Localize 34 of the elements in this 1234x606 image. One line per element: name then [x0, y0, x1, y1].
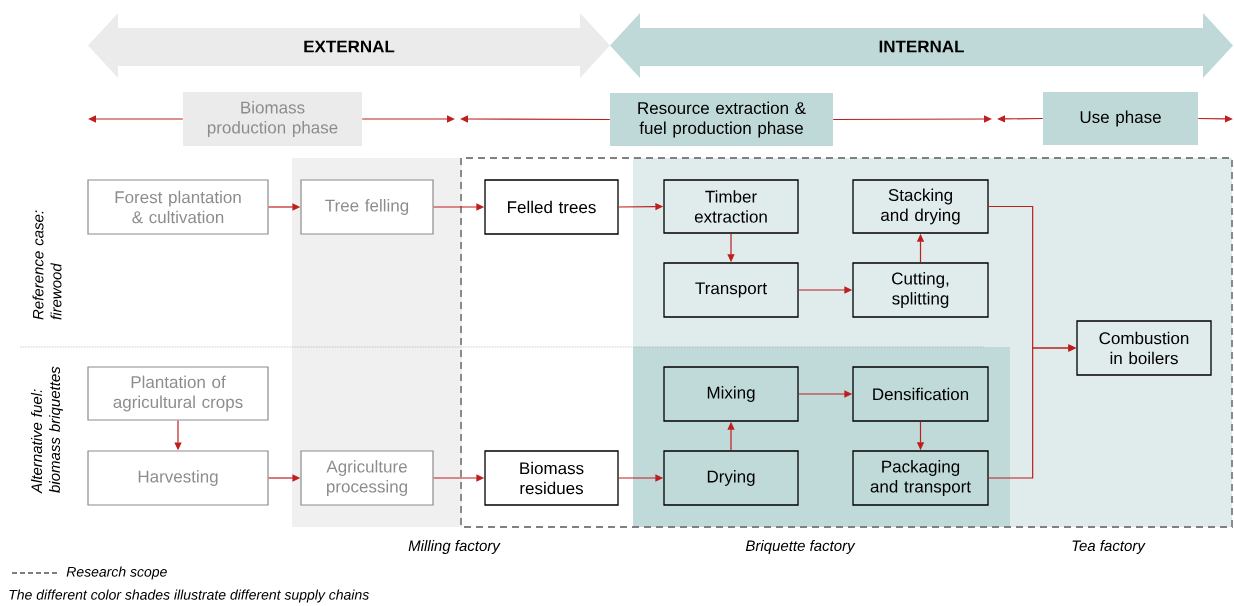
phase-box: Use phase — [1043, 92, 1198, 145]
arrow — [832, 115, 992, 123]
process-box: Transport — [663, 262, 799, 318]
arrow — [1197, 115, 1233, 123]
process-box: Timber extraction — [663, 179, 799, 234]
note: The different color shades illustrate different supply chains — [9, 589, 369, 603]
process-box: Densification — [852, 366, 989, 422]
process-box: Biomass residues — [484, 450, 619, 506]
process-box: Felled trees — [484, 179, 619, 235]
row-label: Alternative fuel: biomass briquettes — [31, 366, 63, 494]
process-box: Combustion in boilers — [1076, 320, 1212, 376]
process-box: Packaging and transport — [852, 450, 989, 506]
row-label: Reference case: firewood — [32, 210, 62, 320]
process-box: Mixing — [663, 366, 799, 422]
arrow — [460, 115, 611, 123]
site-label: Briquette factory — [745, 540, 856, 554]
site-label: Milling factory — [408, 540, 501, 554]
process-box: Drying — [663, 450, 799, 506]
process-box: Tree felling — [300, 179, 434, 235]
header-banner: INTERNAL — [610, 13, 1233, 78]
phase-box: Biomass production phase — [183, 92, 362, 146]
arrow — [997, 115, 1044, 123]
process-box: Agriculture processing — [300, 450, 434, 506]
phase-box: Resource extraction & fuel production phase — [610, 93, 833, 146]
process-box: Harvesting — [87, 450, 269, 506]
header-banner: EXTERNAL — [88, 13, 610, 78]
arrow — [361, 115, 455, 123]
arrow — [88, 115, 184, 123]
process-box: Stacking and drying — [852, 179, 989, 234]
process-box: Forest plantation & cultivation — [87, 179, 269, 235]
process-box: Cutting, splitting — [852, 262, 989, 318]
site-label: Tea factory — [1072, 540, 1146, 554]
legend-text: Research scope — [66, 566, 167, 580]
process-box: Plantation of agricultural crops — [87, 366, 269, 421]
